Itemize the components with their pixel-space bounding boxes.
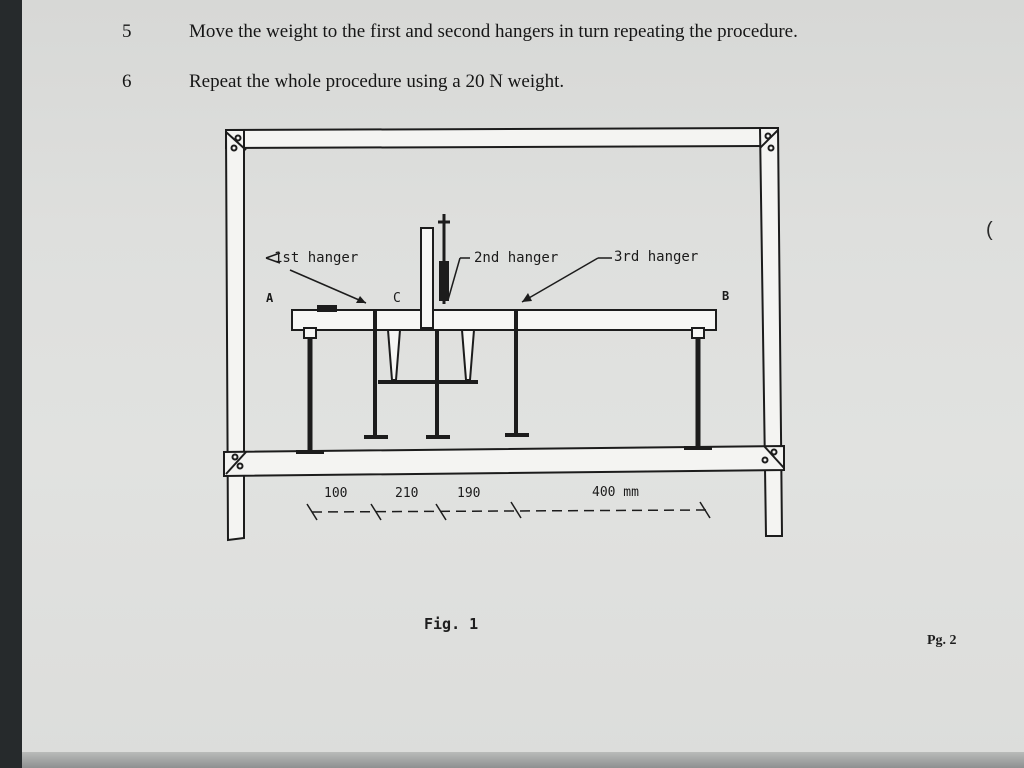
frame-bolt (234, 134, 242, 142)
beam-block (317, 305, 337, 312)
dimension-210: 210 (395, 486, 418, 501)
label-third-hanger: 3rd hanger (614, 249, 698, 265)
label-point-b: B (722, 289, 729, 303)
first-hanger-leader (289, 269, 367, 304)
beam (291, 309, 717, 331)
label-first-hanger: 1st hanger (274, 250, 358, 266)
dimension-ticks (306, 501, 711, 521)
frame-bolt (764, 132, 772, 140)
page-number: Pg. 2 (927, 633, 957, 648)
figure-caption: Fig. 1 (424, 615, 479, 633)
label-second-hanger: 2nd hanger (474, 250, 558, 266)
corner-brace (225, 451, 247, 475)
stand-clamp (420, 227, 434, 329)
dimension-line (311, 509, 707, 513)
second-hanger-leader (447, 257, 461, 301)
frame-top-bar (225, 126, 779, 150)
frame-bolt (230, 144, 238, 152)
frame-bolt (231, 453, 239, 461)
balance-b-hook (691, 327, 705, 339)
step-5-number: 5 (122, 21, 132, 42)
paper-sheet (22, 0, 1024, 760)
corner-brace (225, 131, 247, 151)
label-point-a: A (266, 291, 274, 305)
label-point-c: C (393, 291, 401, 306)
dimension-190: 190 (457, 486, 480, 501)
step-5-text: Move the weight to the first and second … (189, 21, 798, 42)
step-6-text: Repeat the whole procedure using a 20 N … (189, 71, 565, 92)
dimension-400-mm: 400 mm (592, 485, 639, 500)
frame-bottom-bar (223, 444, 785, 478)
frame-bolt (236, 462, 244, 470)
corner-brace (763, 445, 785, 469)
frame-left-post (224, 129, 245, 542)
frame-bolt (767, 144, 775, 152)
frame-bolt (761, 456, 769, 464)
dimension-100: 100 (324, 486, 347, 501)
first-hanger-arrowhead (356, 296, 366, 303)
frame-right-post (758, 127, 784, 537)
frame-bolt (770, 448, 778, 456)
balance-a-hook (303, 327, 317, 339)
stand-sleeve (439, 261, 449, 301)
weight-hook-left (386, 329, 402, 381)
third-hanger-leader (521, 257, 599, 303)
margin-mark: ( (986, 219, 993, 241)
step-6-number: 6 (122, 71, 132, 92)
third-hanger-arrowhead (522, 293, 532, 302)
paper-edge (22, 752, 1024, 768)
weight-hook-right (460, 329, 476, 381)
